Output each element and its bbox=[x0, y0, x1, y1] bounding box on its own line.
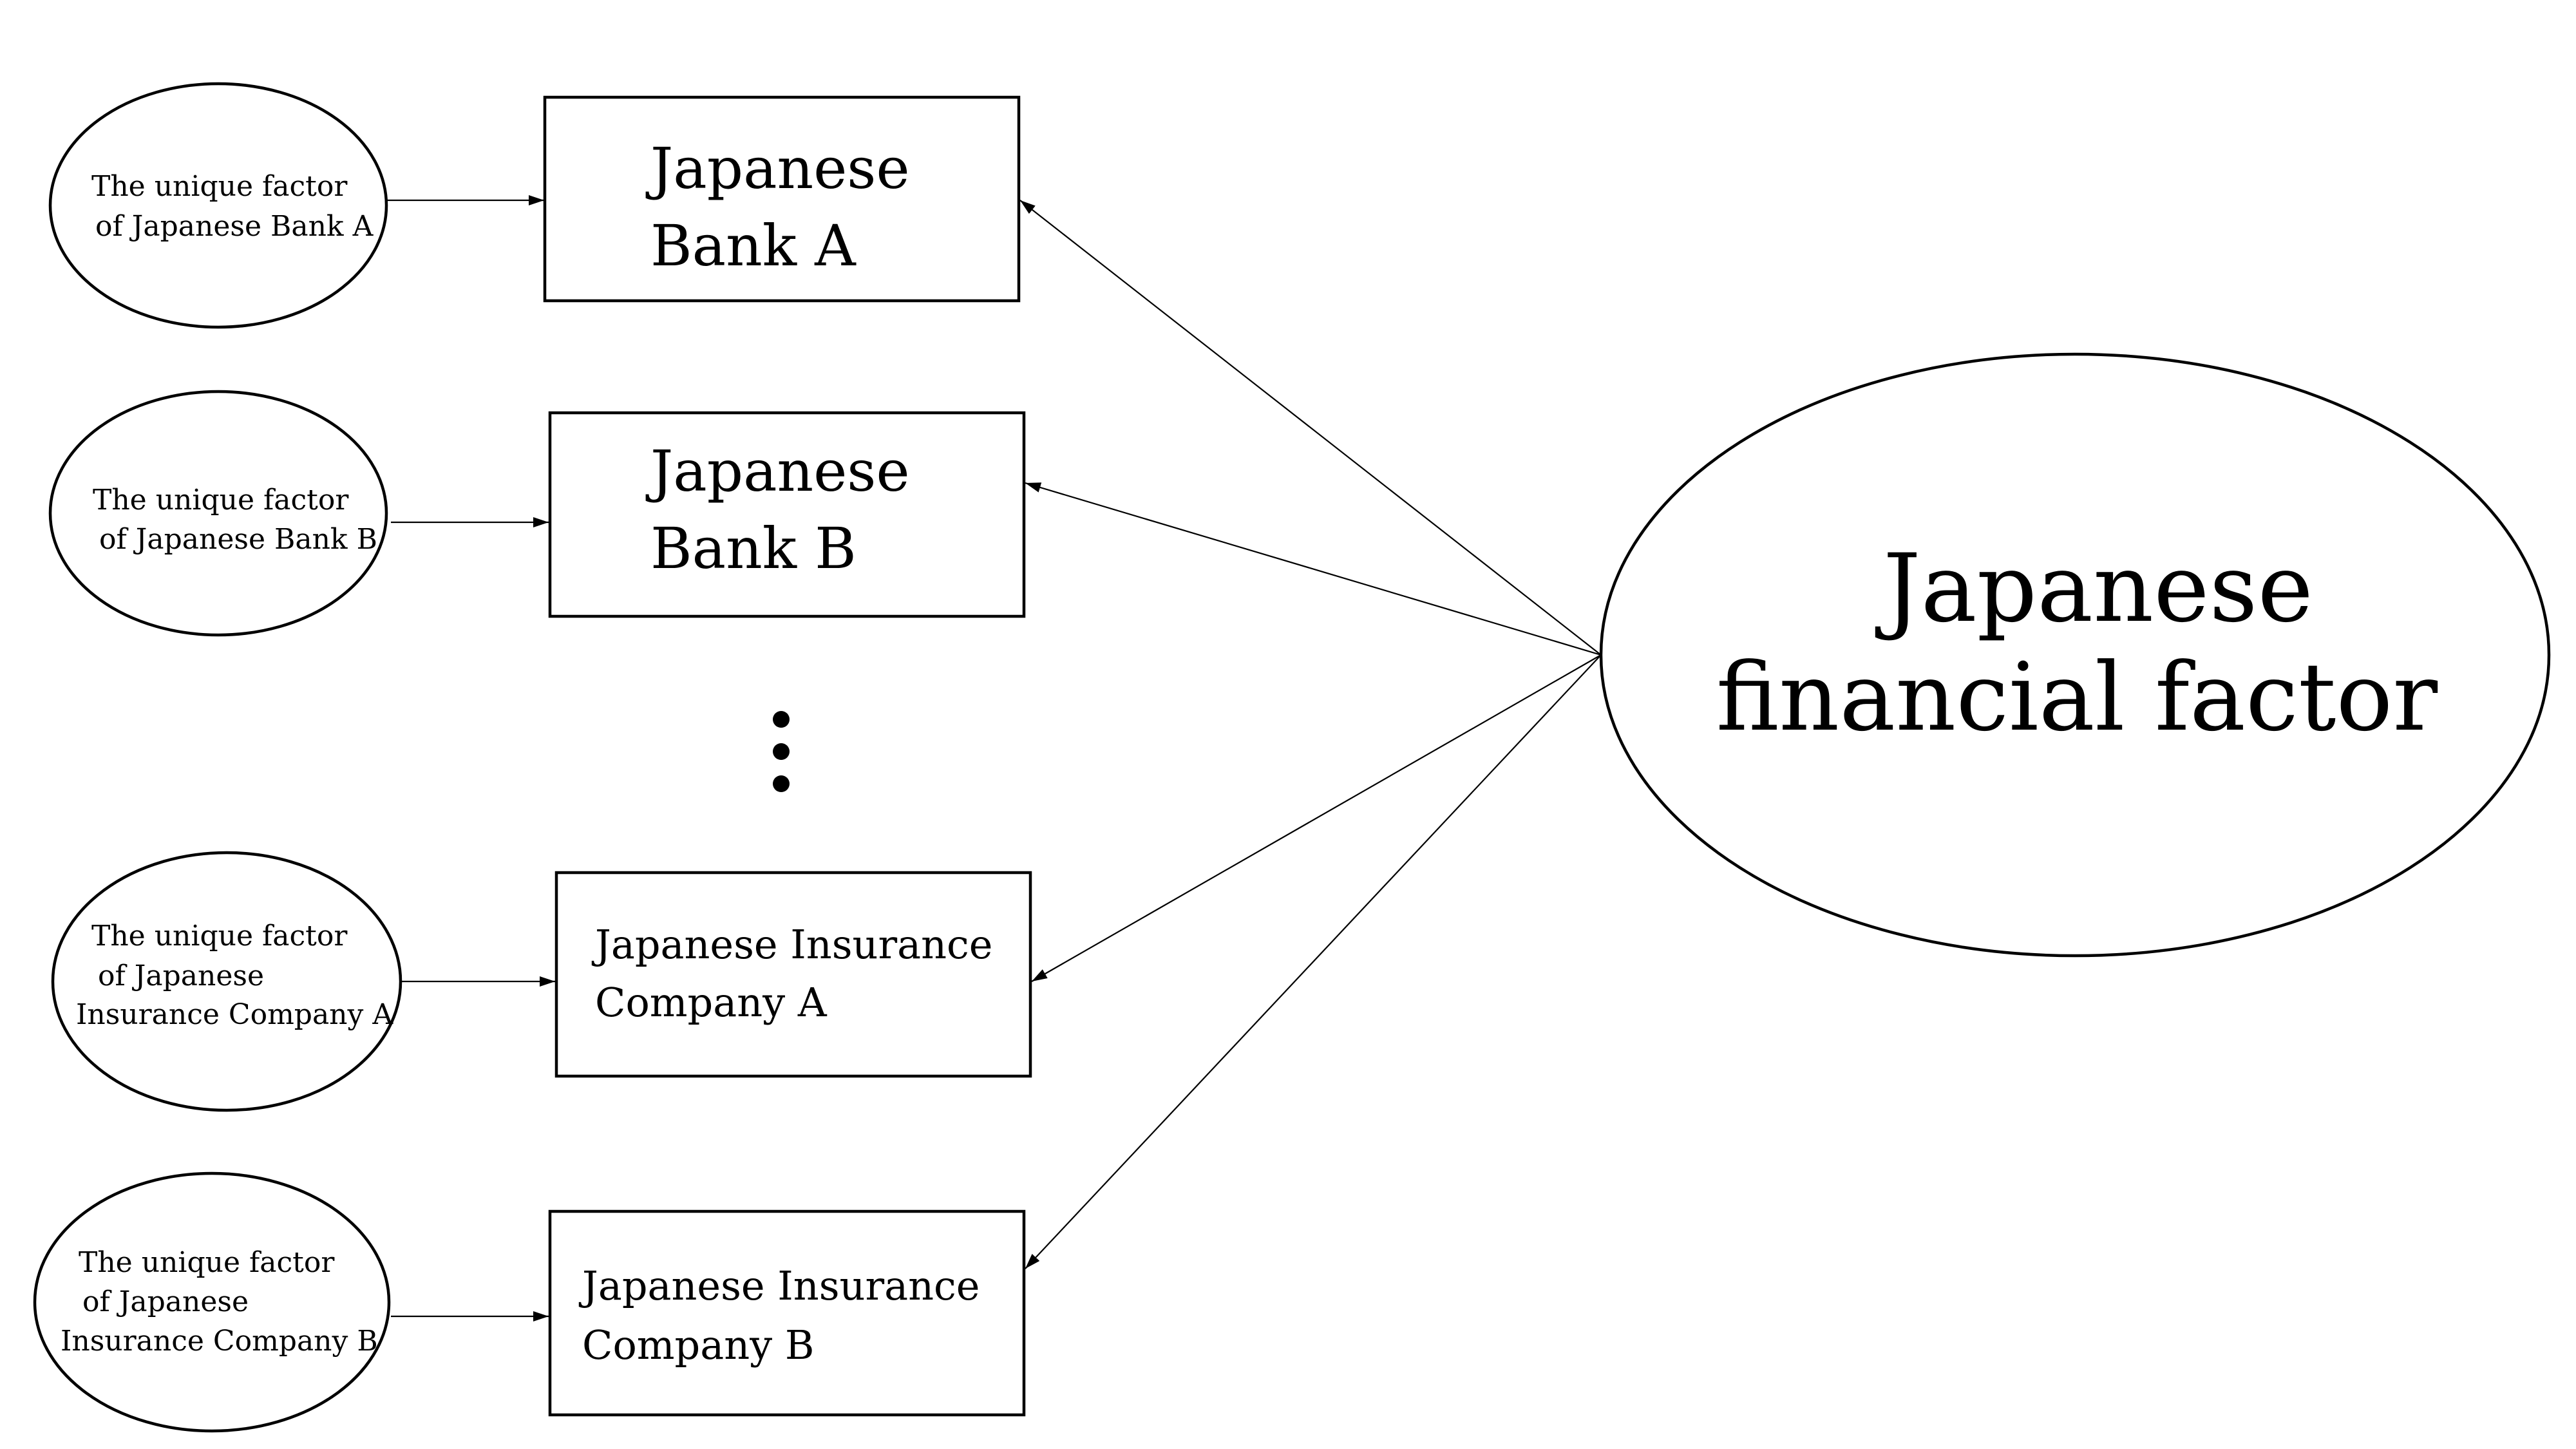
unique-factor-insurance-b-line1: The unique factor bbox=[79, 1246, 335, 1279]
institution-bank-a-line1: Japanese bbox=[645, 135, 910, 202]
arrow-factor-to-insurance-a bbox=[1031, 654, 1602, 982]
main-factor-line2: financial factor bbox=[1716, 643, 2438, 752]
unique-factor-bank-a-line1: The unique factor bbox=[91, 170, 348, 203]
arrow-factor-to-insurance-b bbox=[1025, 654, 1602, 1269]
institution-bank-b-line1: Japanese bbox=[645, 438, 910, 504]
unique-factor-bank-b: The unique factor of Japanese Bank B bbox=[48, 390, 388, 637]
vertical-ellipsis-icon bbox=[773, 711, 790, 792]
institution-insurance-b-line1: Japanese Insurance bbox=[578, 1262, 980, 1309]
arrow-factor-to-bank-b bbox=[1025, 482, 1602, 656]
arrow-factor-to-bank-a bbox=[1019, 200, 1602, 656]
institution-bank-a: Japanese Bank A bbox=[543, 95, 1021, 303]
unique-factor-bank-a: The unique factor of Japanese Bank A bbox=[48, 82, 388, 329]
unique-factor-insurance-a-line1: The unique factor bbox=[91, 920, 348, 952]
main-factor-line1: Japanese bbox=[1875, 534, 2313, 643]
unique-factor-bank-b-line2: of Japanese Bank B bbox=[99, 523, 377, 556]
institution-insurance-a-line2: Company A bbox=[595, 979, 828, 1026]
unique-factor-bank-a-line2: of Japanese Bank A bbox=[95, 210, 374, 243]
unique-factor-bank-b-line1: The unique factor bbox=[93, 484, 349, 516]
unique-factor-insurance-a-line2: of Japanese bbox=[98, 960, 264, 992]
institution-bank-b-line2: Bank B bbox=[650, 515, 857, 582]
institution-insurance-b-line2: Company B bbox=[582, 1321, 814, 1368]
institution-insurance-a-line1: Japanese Insurance bbox=[591, 921, 992, 968]
unique-factor-insurance-b-line2: of Japanese bbox=[82, 1285, 249, 1318]
institution-insurance-a: Japanese Insurance Company A bbox=[554, 871, 1032, 1078]
institution-bank-b: Japanese Bank B bbox=[548, 411, 1026, 618]
unique-factor-insurance-b: The unique factor of Japanese Insurance … bbox=[33, 1171, 391, 1433]
unique-factor-insurance-a: The unique factor of Japanese Insurance … bbox=[51, 851, 402, 1112]
unique-factor-insurance-a-line3: Insurance Company A bbox=[76, 998, 393, 1031]
institution-bank-a-line2: Bank A bbox=[650, 213, 857, 279]
main-factor-ellipse: Japanese financial factor bbox=[1599, 352, 2551, 958]
unique-factor-insurance-b-line3: Insurance Company B bbox=[61, 1325, 378, 1358]
institution-insurance-b: Japanese Insurance Company B bbox=[548, 1209, 1026, 1417]
